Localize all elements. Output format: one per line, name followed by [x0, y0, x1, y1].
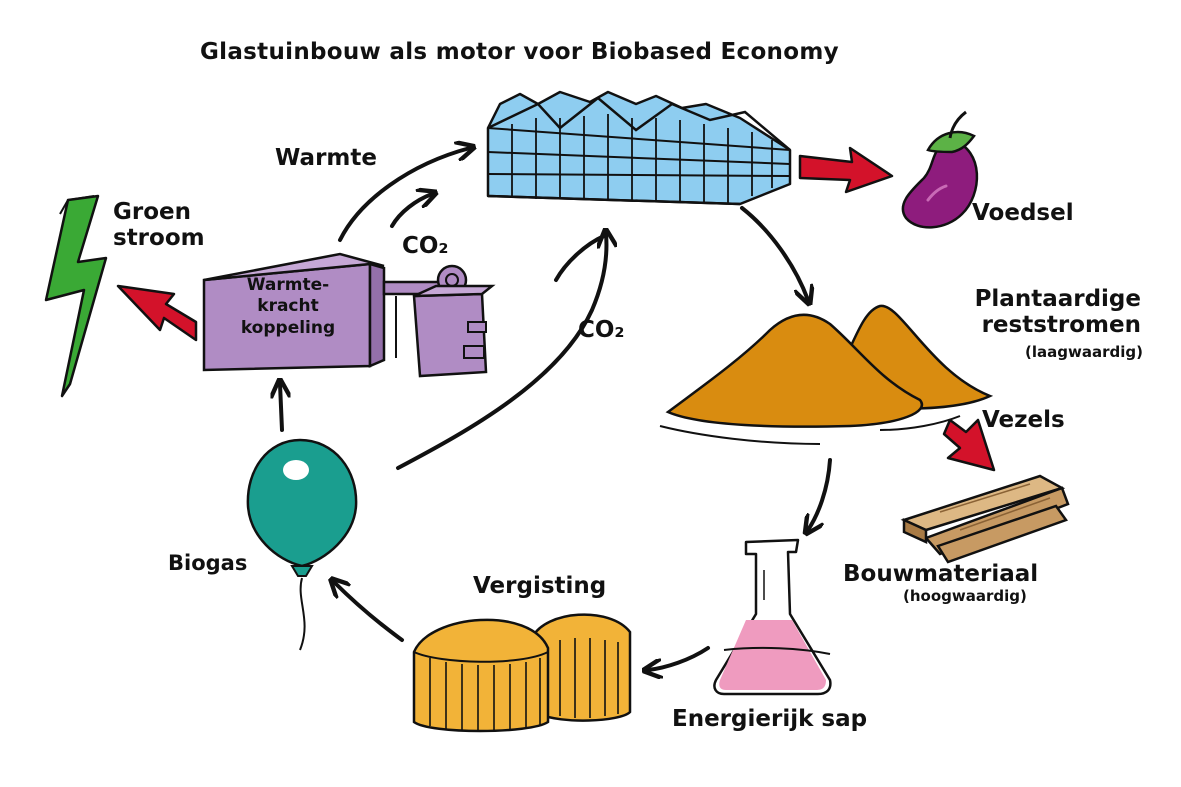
arrow-biogas-to-wkk — [280, 384, 282, 432]
lightning-icon — [44, 194, 108, 398]
label-groen-stroom: Groen stroom — [113, 199, 205, 252]
label-biogas: Biogas — [168, 551, 248, 575]
wkk-machine-icon — [202, 252, 496, 378]
label-groen-line2: stroom — [113, 224, 205, 251]
label-co2-from-biogas: CO₂ — [578, 317, 625, 343]
label-warmte: Warmte — [275, 145, 377, 171]
label-vergisting: Vergisting — [473, 573, 607, 599]
label-warmtekrachtkoppeling: Warmte- kracht koppeling — [218, 275, 358, 339]
eggplant-icon — [901, 110, 979, 229]
label-laagwaardig: (laagwaardig) — [1025, 343, 1143, 361]
digester-tanks-icon — [412, 613, 632, 733]
label-energierijk-sap: Energierijk sap — [672, 706, 868, 732]
flask-icon — [713, 538, 832, 696]
label-plant-line1: Plantaardige — [974, 286, 1141, 312]
red-arrow-fibers — [942, 418, 996, 472]
arrow-flask-to-digester — [648, 646, 710, 670]
label-voedsel: Voedsel — [972, 200, 1074, 226]
label-wkk-line1: Warmte- — [246, 275, 330, 295]
wood-planks-icon — [900, 474, 1070, 564]
arrow-biogas-co2-to-greenhouse — [396, 234, 606, 470]
label-groen-line1: Groen — [113, 199, 191, 225]
residue-pile-icon — [659, 304, 994, 445]
label-plantaardige-reststromen: Plantaardige reststromen — [974, 286, 1141, 339]
arrow-wkk-heat-to-greenhouse — [338, 148, 470, 242]
label-wkk-line2: kracht — [257, 296, 319, 317]
label-vezels: Vezels — [982, 407, 1065, 433]
arrow-co2-branch — [554, 234, 606, 282]
page-title: Glastuinbouw als motor voor Biobased Eco… — [200, 39, 839, 65]
red-arrow-electricity — [116, 284, 198, 342]
label-plant-line2: reststromen — [981, 311, 1141, 338]
arrow-residue-to-flask — [808, 458, 832, 530]
greenhouse-icon — [486, 90, 792, 206]
arrow-greenhouse-to-residue — [740, 206, 808, 300]
balloon-icon — [246, 438, 358, 651]
label-bouwmateriaal: Bouwmateriaal — [843, 561, 1039, 587]
arrow-wkk-co2-to-greenhouse — [390, 194, 432, 228]
label-wkk-line3: koppeling — [240, 317, 336, 338]
red-arrow-food — [798, 146, 894, 194]
label-co2-from-wkk: CO₂ — [402, 233, 449, 259]
arrow-digester-to-biogas — [334, 582, 404, 642]
label-hoogwaardig: (hoogwaardig) — [903, 587, 1027, 605]
